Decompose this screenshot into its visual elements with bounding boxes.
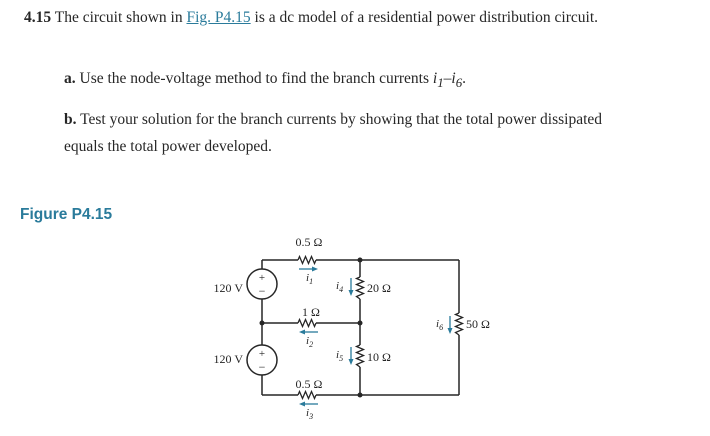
voltage-source-bottom: + − <box>246 344 278 376</box>
resistor-r4-label: 20 Ω <box>367 281 391 295</box>
resistor-zigzags <box>297 254 465 401</box>
source-bottom-minus: − <box>259 360 266 374</box>
part-b-line2: equals the total power developed. <box>64 138 272 155</box>
current-i2-label: i2 <box>306 335 313 349</box>
source-top-plus: + <box>259 272 265 284</box>
problem-intro-end: is a dc model of a residential power dis… <box>254 9 599 26</box>
part-a-text: Use the node-voltage method to find the … <box>79 70 430 87</box>
arrow-i6-head <box>447 328 453 334</box>
arrow-i2-head <box>299 329 305 335</box>
arrow-i3-head <box>299 401 305 407</box>
resistor-r3-label: 0.5 Ω <box>296 377 323 391</box>
current-i4-label: i4 <box>336 280 343 294</box>
voltage-source-top: + − <box>246 268 278 300</box>
resistor-r5-label: 10 Ω <box>367 350 391 364</box>
resistor-r2 <box>297 317 317 329</box>
current-i3-label: i3 <box>306 407 313 421</box>
junction-dots <box>259 257 363 398</box>
part-a-label: a. <box>64 70 76 87</box>
wires <box>261 259 460 396</box>
problem-number: 4.15 <box>24 9 52 26</box>
current-range-dash: – <box>443 70 452 87</box>
resistor-r6-label: 50 Ω <box>466 317 490 331</box>
part-b-continued: equals the total power developed. <box>64 133 272 160</box>
figure-title: Figure P4.15 <box>20 206 113 223</box>
resistor-r1-label: 0.5 Ω <box>296 235 323 249</box>
problem-statement: 4.15 The circuit shown in Fig. P4.15 is … <box>24 9 598 27</box>
current-arrows <box>299 266 453 407</box>
source-bottom-label: 120 V <box>214 352 244 366</box>
resistor-r2-label: 1 Ω <box>302 305 320 319</box>
source-bottom-plus: + <box>259 348 265 360</box>
current-range-start: i1 <box>432 70 444 91</box>
arrow-i1-head <box>312 266 318 272</box>
source-top-minus: − <box>259 284 266 298</box>
arrow-i5-head <box>348 359 354 365</box>
arrow-i4-head <box>348 290 354 296</box>
part-b-label: b. <box>64 111 77 128</box>
current-i1-label: i1 <box>306 272 313 286</box>
resistor-r3 <box>297 389 317 401</box>
current-range-end: i6 <box>451 70 463 91</box>
part-a: a. Use the node-voltage method to find t… <box>64 70 467 91</box>
figure-link[interactable]: Fig. P4.15 <box>186 9 251 26</box>
current-i6-label: i6 <box>436 318 443 332</box>
resistor-r6 <box>453 312 465 336</box>
resistor-r5 <box>354 344 366 368</box>
part-b: b. Test your solution for the branch cur… <box>64 106 602 133</box>
resistor-r1 <box>297 254 317 266</box>
part-b-line1: Test your solution for the branch curren… <box>80 111 603 128</box>
current-i5-label: i5 <box>336 349 343 363</box>
resistor-r4 <box>354 276 366 300</box>
source-top-label: 120 V <box>214 281 244 295</box>
problem-intro: The circuit shown in <box>54 9 183 26</box>
